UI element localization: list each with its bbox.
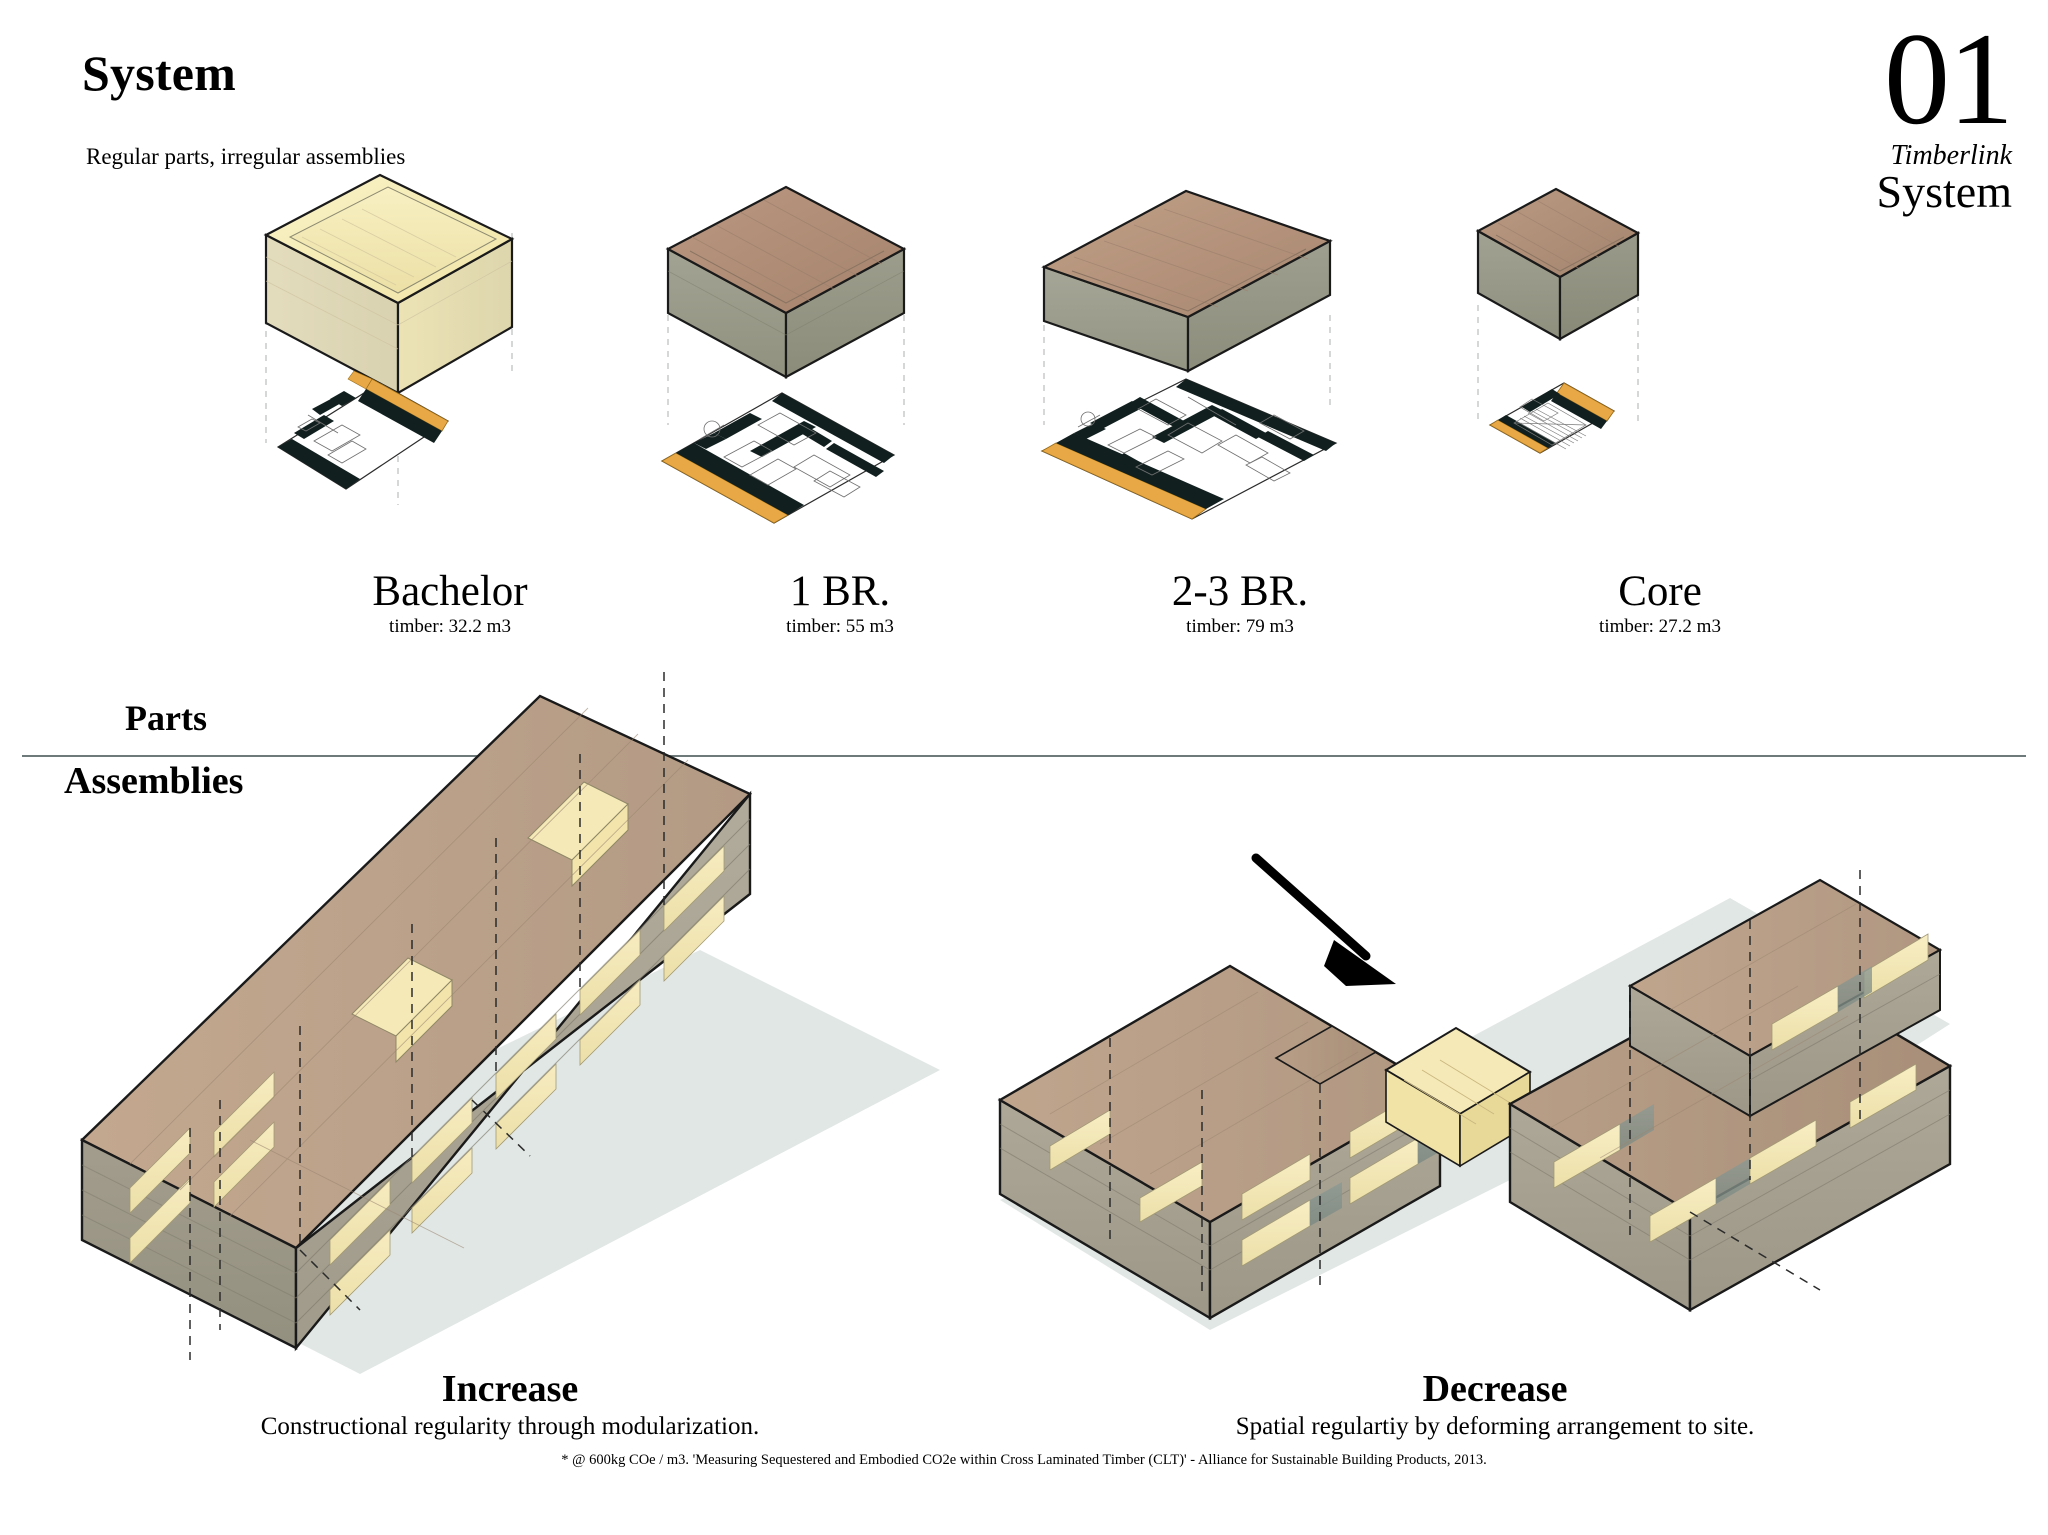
core-figure — [1460, 175, 1860, 575]
plate-index: 01 Timberlink System — [1712, 5, 2014, 217]
part-cell-one-bedroom: 1 BR. timber: 55 m3 — [640, 175, 1040, 695]
plate-brand: Timberlink — [1890, 140, 2012, 172]
module-division-lines — [1629, 870, 1861, 1291]
part-timber-volume: timber: 32.2 m3 — [389, 615, 511, 637]
module-division-lines — [1109, 1038, 1321, 1298]
part-timber-volume: timber: 27.2 m3 — [1599, 615, 1721, 637]
linear-stacked-bar — [60, 672, 960, 1374]
bachelor-plan — [276, 370, 450, 490]
assembly-title: Decrease — [1422, 1368, 1568, 1410]
cream-bands-right — [1553, 933, 1929, 1243]
plate-section-name: System — [1876, 165, 2012, 217]
bend-module — [1384, 1026, 1532, 1168]
two-three-bedroom-figure — [1030, 175, 1450, 575]
footnote: * @ 600kg COe / m3. 'Measuring Sequester… — [561, 1452, 1487, 1468]
one-bedroom-module-volume — [665, 185, 907, 379]
assembly-description: Spatial regulartiy by deforming arrangem… — [1235, 1412, 1755, 1440]
arrow-icon — [1251, 853, 1396, 986]
cream-module-bands — [129, 845, 725, 1316]
assembly-caption-increase: Increase Constructional regularity throu… — [60, 1368, 960, 1442]
part-caption-core: Core timber: 27.2 m3 — [1460, 570, 1860, 639]
roof-core-slots — [351, 781, 629, 1064]
section-divider: Parts Assemblies — [0, 700, 2048, 830]
cream-bands-left — [1049, 1091, 1419, 1267]
divider-rule — [22, 755, 2026, 757]
part-name: 1 BR. — [789, 568, 891, 615]
assembly-caption-decrease: Decrease Spatial regulartiy by deforming… — [990, 1368, 2000, 1442]
assembly-description: Constructional regularity through modula… — [260, 1412, 760, 1440]
assemblies-row: Increase Constructional regularity throu… — [0, 672, 2048, 1440]
module-division-lines — [189, 672, 665, 1360]
bachelor-figure — [250, 173, 650, 575]
one-bedroom-plan — [660, 392, 896, 524]
part-timber-volume: timber: 79 m3 — [1186, 615, 1294, 637]
plate-number: 01 — [1884, 5, 2014, 152]
core-module-volume — [1475, 187, 1641, 341]
projection-guide — [1477, 295, 1639, 427]
articulated-deformed-bar — [990, 770, 2000, 1360]
section-label-assemblies: Assemblies — [64, 760, 244, 802]
one-bedroom-figure — [640, 175, 1040, 575]
part-cell-bachelor: Bachelor timber: 32.2 m3 — [250, 173, 650, 695]
two-three-bedroom-plan — [1040, 378, 1338, 520]
bachelor-module-volume — [263, 173, 515, 395]
left-wing-massing — [997, 964, 1450, 1321]
part-name: Core — [1618, 568, 1702, 615]
part-cell-two-three-bedroom: 2-3 BR. timber: 79 m3 — [1030, 175, 1450, 695]
part-name: 2-3 BR. — [1171, 568, 1309, 615]
core-plan — [1488, 382, 1616, 454]
page-subtitle: Regular parts, irregular assemblies — [86, 144, 406, 169]
part-name: Bachelor — [372, 568, 528, 615]
section-label-parts: Parts — [125, 698, 207, 738]
projection-guide — [1043, 315, 1331, 425]
assembly-title: Increase — [441, 1368, 579, 1410]
part-caption-one-bedroom: 1 BR. timber: 55 m3 — [640, 570, 1040, 639]
part-timber-volume: timber: 55 m3 — [786, 615, 894, 637]
parts-row: Bachelor timber: 32.2 m3 — [0, 173, 2048, 695]
part-caption-bachelor: Bachelor timber: 32.2 m3 — [250, 570, 650, 639]
page-title: System — [82, 45, 236, 101]
two-three-bedroom-module-volume — [1041, 189, 1333, 373]
right-wing-massing — [1507, 870, 1953, 1313]
part-caption-two-three-bedroom: 2-3 BR. timber: 79 m3 — [1030, 570, 1450, 639]
part-cell-core: Core timber: 27.2 m3 — [1460, 175, 1860, 695]
assembly-massing — [79, 672, 753, 1360]
